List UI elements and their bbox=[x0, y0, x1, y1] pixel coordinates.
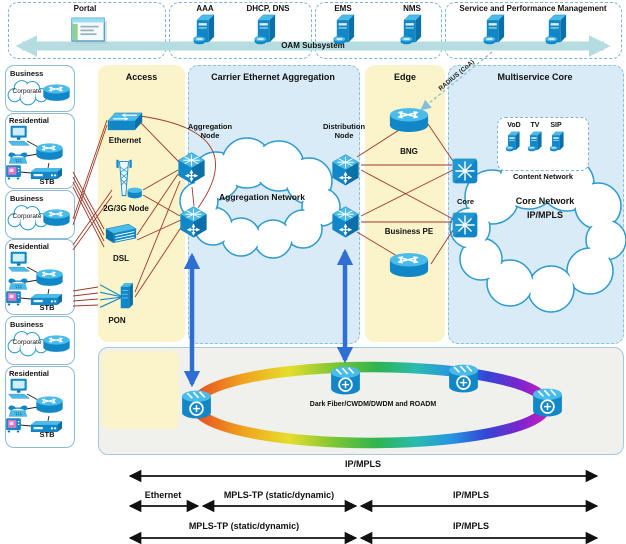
transport-row2-ethernet-label: Ethernet bbox=[144, 490, 182, 500]
core-title: Multiservice Core bbox=[497, 72, 573, 82]
business-2-label: Business bbox=[10, 194, 44, 203]
core-cloud-label-2: IP/MPLS bbox=[526, 210, 563, 220]
corporate-1-label: Corporate bbox=[12, 88, 42, 95]
ethernet-label: Ethernet bbox=[108, 136, 142, 145]
core-router-icon-2 bbox=[451, 211, 479, 239]
residential-1-label: Residential bbox=[9, 116, 50, 125]
dhcp-dns-server-icon bbox=[253, 14, 279, 45]
tv-server-icon bbox=[527, 131, 544, 152]
access-title: Access bbox=[125, 72, 158, 82]
distribution-node-label: Distribution Node bbox=[322, 122, 366, 140]
content-network-label: Content Network bbox=[513, 172, 573, 181]
vod-server-icon bbox=[505, 131, 522, 152]
tv-label: TV bbox=[530, 122, 540, 129]
pon-label: PON bbox=[108, 316, 126, 325]
computer-icon-3 bbox=[7, 378, 31, 399]
nms-server-icon bbox=[399, 14, 425, 45]
aggregation-title: Carrier Ethernet Aggregation bbox=[211, 72, 335, 82]
sip-label: SIP bbox=[550, 122, 562, 129]
phone-icon-2 bbox=[7, 276, 29, 290]
corporate-2-label: Corporate bbox=[12, 213, 42, 220]
cell-tower-icon bbox=[106, 158, 142, 201]
spm-server-icon-1 bbox=[482, 14, 508, 45]
stb-3-label: STB bbox=[39, 430, 55, 439]
core-cloud-label-1: Core Network bbox=[515, 196, 575, 206]
nms-label: NMS bbox=[403, 4, 421, 13]
cpe-router-icon-1 bbox=[42, 82, 71, 104]
home-router-icon-1 bbox=[35, 141, 64, 163]
portal-icon bbox=[70, 16, 108, 45]
aggregation-node-icon-1 bbox=[176, 151, 207, 185]
aggregation-network-label: Aggregation Network bbox=[219, 192, 305, 202]
home-router-icon-2 bbox=[35, 267, 64, 289]
transport-row3-mplstp-label: MPLS-TP (static/dynamic) bbox=[188, 521, 300, 531]
stb-2-label: STB bbox=[39, 303, 55, 312]
dslam-icon bbox=[104, 222, 138, 249]
business-pe-router-icon bbox=[388, 250, 430, 281]
cpe-router-icon-3 bbox=[42, 333, 71, 355]
core-router-icon-1 bbox=[451, 157, 479, 185]
distribution-node-icon-2 bbox=[330, 205, 361, 239]
spm-server-icon-2 bbox=[544, 14, 570, 45]
ems-server-icon bbox=[332, 14, 358, 45]
distribution-node-icon-1 bbox=[330, 153, 361, 187]
roadm-icon-4 bbox=[529, 385, 566, 420]
business-pe-label: Business PE bbox=[384, 227, 434, 236]
sip-server-icon bbox=[549, 131, 566, 152]
transport-row3-ipmpls-label: IP/MPLS bbox=[452, 521, 489, 531]
core-label: Core bbox=[456, 197, 475, 206]
stb-1-label: STB bbox=[39, 177, 55, 186]
transport-row1-ipmpls-label: IP/MPLS bbox=[344, 459, 381, 469]
optical-label: Dark Fiber/CWDM/DWDM and ROADM bbox=[309, 401, 437, 408]
tv-icon-2 bbox=[5, 290, 22, 306]
bng-label: BNG bbox=[400, 147, 418, 156]
ems-label: EMS bbox=[334, 4, 352, 13]
bng-router-icon bbox=[388, 105, 430, 136]
home-router-icon-3 bbox=[35, 394, 64, 416]
computer-icon-1 bbox=[7, 125, 31, 146]
mobile-node-label: 2G/3G Node bbox=[103, 204, 149, 213]
roadm-icon-1 bbox=[178, 387, 215, 422]
roadm-icon-3 bbox=[445, 361, 482, 396]
tv-icon-3 bbox=[5, 417, 22, 433]
cpe-router-icon-2 bbox=[42, 207, 71, 229]
ethernet-switch-icon bbox=[106, 111, 144, 133]
edge-title: Edge bbox=[393, 72, 416, 82]
transport-row2-ipmpls-label: IP/MPLS bbox=[452, 490, 489, 500]
aggregation-node-label: Aggregation Node bbox=[187, 122, 233, 140]
corporate-3-label: Corporate bbox=[12, 339, 42, 346]
optical-access-overlap bbox=[101, 351, 179, 429]
transport-row2-mplstp-label: MPLS-TP (static/dynamic) bbox=[223, 490, 335, 500]
residential-3-label: Residential bbox=[9, 369, 50, 378]
phone-icon-1 bbox=[7, 150, 29, 164]
dhcp-dns-label: DHCP, DNS bbox=[246, 4, 290, 13]
aaa-label: AAA bbox=[196, 4, 214, 13]
residential-2-label: Residential bbox=[9, 242, 50, 251]
business-3-label: Business bbox=[10, 320, 44, 329]
pon-icon bbox=[98, 282, 136, 312]
portal-label: Portal bbox=[73, 4, 97, 13]
phone-icon-3 bbox=[7, 403, 29, 417]
aaa-server-icon bbox=[192, 14, 218, 45]
tv-icon-1 bbox=[5, 164, 22, 180]
aggregation-node-icon-2 bbox=[178, 205, 209, 239]
spm-label: Service and Performance Management bbox=[459, 4, 607, 13]
business-1-label: Business bbox=[10, 69, 44, 78]
roadm-icon-2 bbox=[327, 363, 364, 398]
dsl-label: DSL bbox=[113, 254, 129, 263]
vod-label: VoD bbox=[507, 122, 521, 129]
computer-icon-2 bbox=[7, 251, 31, 272]
